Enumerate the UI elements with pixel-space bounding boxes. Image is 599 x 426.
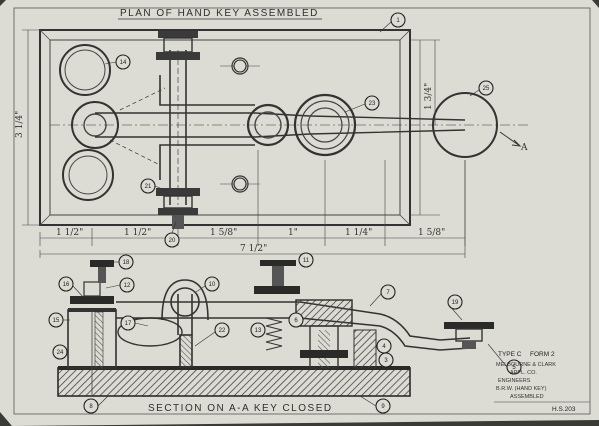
title-block: TYPE C FORM 2 MELBOURNE & CLARK APPL. CO… <box>494 351 590 413</box>
svg-text:13: 13 <box>255 328 262 334</box>
svg-text:22: 22 <box>219 328 226 334</box>
svg-text:1: 1 <box>396 18 400 24</box>
dimension-3: 1 5/8" <box>210 228 237 238</box>
section-lever <box>116 301 471 351</box>
dimension-2: 1 1/2" <box>124 228 151 238</box>
svg-text:19: 19 <box>452 300 459 306</box>
dimension-total: 7 1/2" <box>240 244 267 254</box>
base-plate <box>39 29 411 226</box>
svg-text:24: 24 <box>57 350 64 356</box>
terminal-bottom <box>62 149 114 201</box>
svg-text:FORM 2: FORM 2 <box>530 351 555 358</box>
lever-arm <box>50 87 530 166</box>
svg-text:11: 11 <box>303 258 310 264</box>
section-pivot-bracket <box>161 279 209 368</box>
svg-text:15: 15 <box>53 318 60 324</box>
svg-text:17: 17 <box>125 321 132 327</box>
adjusting-screw-plan <box>293 93 357 157</box>
vertical-dimensions <box>22 29 440 226</box>
knob-plan <box>432 92 498 158</box>
svg-text:5: 5 <box>512 365 516 371</box>
svg-text:14: 14 <box>120 60 127 66</box>
dimension-4: 1" <box>288 228 298 238</box>
pivot-screw-top <box>156 31 200 60</box>
pivot-frame <box>159 50 255 205</box>
svg-text:9: 9 <box>381 404 385 410</box>
dimension-5: 1 1/4" <box>345 228 372 238</box>
section-terminal-post <box>67 308 117 396</box>
dimension-right-height: 1 3/4" <box>424 83 434 110</box>
svg-text:18: 18 <box>123 260 130 266</box>
svg-text:H.S.203: H.S.203 <box>552 406 576 413</box>
svg-text:25: 25 <box>483 86 490 92</box>
svg-text:3: 3 <box>384 358 388 364</box>
section-knob <box>444 322 494 349</box>
svg-text:ENGINEERS: ENGINEERS <box>498 378 531 384</box>
callout-balloons <box>48 12 522 414</box>
plan-title: PLAN OF HAND KEY ASSEMBLED <box>120 8 319 19</box>
terminal-top <box>59 44 111 96</box>
dimension-6: 1 5/8" <box>418 228 445 238</box>
svg-text:B.R.W. (HAND KEY): B.R.W. (HAND KEY) <box>496 386 547 392</box>
svg-text:6: 6 <box>294 318 298 324</box>
leader-lines <box>63 21 508 407</box>
svg-text:16: 16 <box>63 282 70 288</box>
svg-text:7: 7 <box>386 290 390 296</box>
svg-text:APPL. CO.: APPL. CO. <box>510 370 537 376</box>
svg-text:4: 4 <box>382 344 386 350</box>
svg-text:23: 23 <box>369 101 376 107</box>
section-title: SECTION ON A-A KEY CLOSED <box>148 403 333 414</box>
svg-text:12: 12 <box>124 283 131 289</box>
svg-text:8: 8 <box>89 404 93 410</box>
svg-text:ASSEMBLED: ASSEMBLED <box>510 394 544 400</box>
svg-text:TYPE C: TYPE C <box>498 351 522 358</box>
svg-text:MELBOURNE & CLARK: MELBOURNE & CLARK <box>496 362 556 368</box>
svg-text:21: 21 <box>145 184 152 190</box>
section-base <box>57 366 411 397</box>
dimension-left-height: 3 1/4" <box>15 111 25 138</box>
drawing-border <box>13 7 591 415</box>
section-contact-block <box>295 299 377 369</box>
dimension-1: 1 1/2" <box>56 228 83 238</box>
svg-text:20: 20 <box>169 238 176 244</box>
contact-screw-plan <box>246 103 290 147</box>
section-spring-post <box>254 260 300 351</box>
svg-text:A: A <box>520 143 528 153</box>
callout-numbers: 1 14 23 25 21 20 18 12 16 15 24 10 17 22… <box>53 18 517 410</box>
section-terminal-screw <box>70 260 114 304</box>
section-marker: A <box>499 131 528 153</box>
svg-text:10: 10 <box>209 282 216 288</box>
